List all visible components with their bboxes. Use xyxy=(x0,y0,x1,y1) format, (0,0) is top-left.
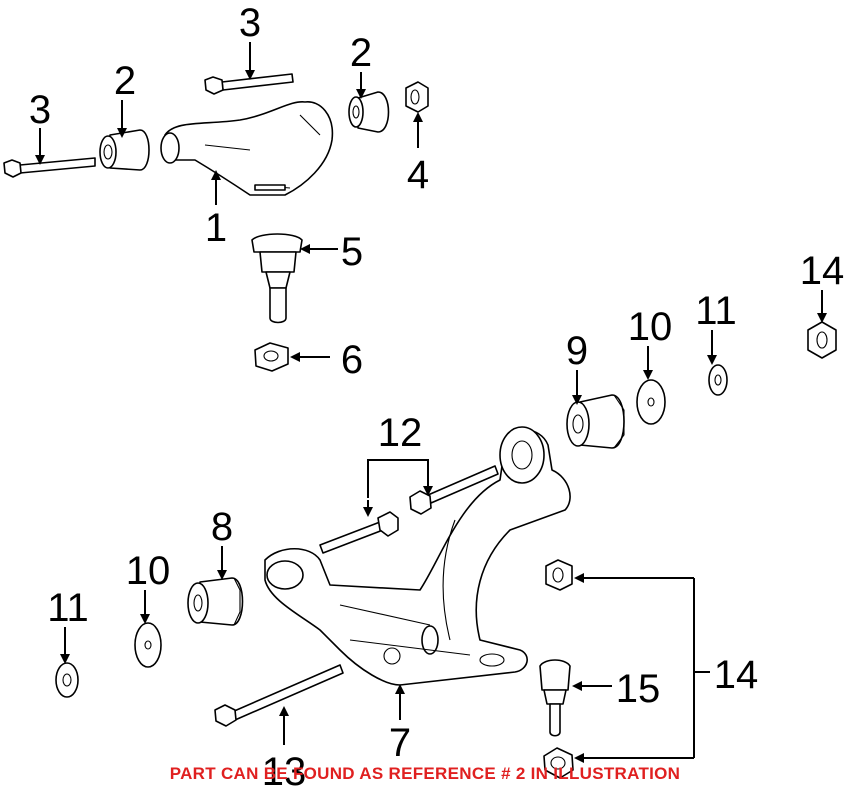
callout-2-left: 2 xyxy=(114,59,136,103)
callout-3-left: 3 xyxy=(29,88,51,132)
callout-10-right: 10 xyxy=(628,305,673,349)
callout-3-top: 3 xyxy=(239,1,261,45)
callout-14-top: 14 xyxy=(800,249,845,293)
lower-bushing-left xyxy=(187,577,244,626)
washer-large-right xyxy=(636,379,666,425)
bolt-upper-left xyxy=(3,157,96,178)
callout-1: 1 xyxy=(205,206,227,250)
callout-13: 13 xyxy=(262,750,307,794)
callout-7: 7 xyxy=(389,721,411,765)
callout-11-right: 11 xyxy=(695,289,737,333)
nut-upper xyxy=(405,81,429,113)
leader-lines xyxy=(35,42,827,763)
callout-10-left: 10 xyxy=(126,549,171,593)
bolt-lower-long xyxy=(214,664,344,727)
ball-joint-upper xyxy=(251,233,303,324)
callout-2-right: 2 xyxy=(350,31,372,75)
washer-small-right xyxy=(708,364,728,396)
callout-14-right: 14 xyxy=(714,653,759,697)
callout-15: 15 xyxy=(616,667,661,711)
callout-11-left: 11 xyxy=(47,586,89,630)
nut-ball-joint xyxy=(254,342,289,372)
lower-control-arm xyxy=(264,426,571,686)
nut-lower-upper xyxy=(545,559,573,591)
callout-12: 12 xyxy=(378,411,423,455)
callout-8: 8 xyxy=(211,505,233,549)
ball-joint-lower xyxy=(539,659,571,737)
upper-bushing-right xyxy=(348,91,390,133)
washer-large-left xyxy=(134,622,162,668)
callout-9: 9 xyxy=(566,329,588,373)
callout-6: 6 xyxy=(341,338,363,382)
nut-lower-bottom xyxy=(543,747,574,779)
nut-lower-far-right xyxy=(807,321,837,359)
callout-5: 5 xyxy=(341,230,363,274)
lower-bushing-right xyxy=(566,394,625,449)
bolt-lower-2 xyxy=(409,465,499,515)
reference-notice: PART CAN BE FOUND AS REFERENCE # 2 IN IL… xyxy=(169,764,681,783)
callout-4: 4 xyxy=(407,153,429,197)
upper-bushing-left xyxy=(99,129,150,171)
bolt-upper-top xyxy=(204,73,294,95)
washer-small-left xyxy=(55,662,79,698)
bolt-lower-1 xyxy=(319,511,399,554)
callout-numbers: 1 2 2 3 3 4 5 6 7 8 9 10 10 11 11 12 13 … xyxy=(29,1,844,794)
upper-control-arm xyxy=(160,101,334,196)
